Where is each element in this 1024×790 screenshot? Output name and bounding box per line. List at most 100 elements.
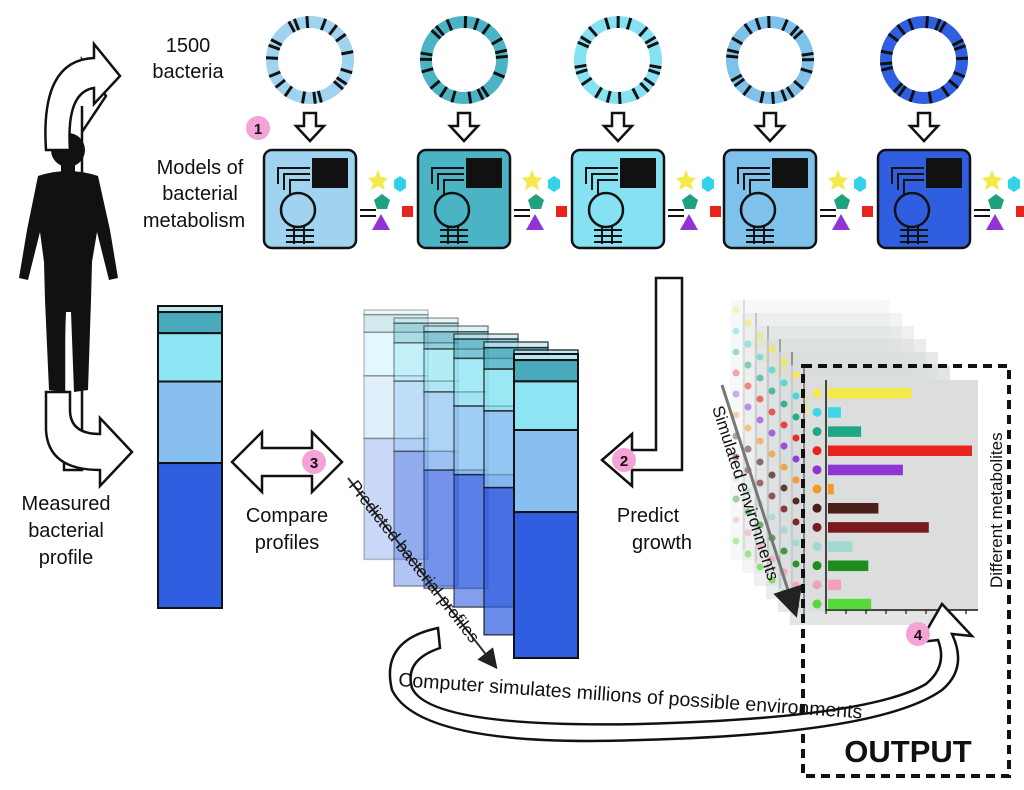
metabolite-marker <box>732 411 740 419</box>
metabolite-bar <box>828 445 972 457</box>
human-silhouette-icon <box>19 133 118 392</box>
down-arrow-icon <box>907 111 941 143</box>
output-label: OUTPUT <box>844 734 972 769</box>
metabolite-marker <box>792 518 800 526</box>
metabolite-marker <box>744 529 752 537</box>
metabolite-marker <box>792 392 800 400</box>
metabolite-marker <box>732 348 740 356</box>
predicted-profile-segment <box>513 429 579 514</box>
metabolite-marker <box>812 388 822 398</box>
compare-double-arrow <box>230 428 344 496</box>
models-label-line2: bacterial <box>162 183 238 205</box>
metabolite-marker <box>812 446 822 456</box>
profile-segment <box>157 380 223 465</box>
step-3-badge: 3 <box>302 450 326 474</box>
output-box <box>801 364 1011 778</box>
metabolite-marker <box>732 453 740 461</box>
metabolite-marker <box>732 390 740 398</box>
metabolite-marker <box>768 555 776 563</box>
step-2-badge: 2 <box>612 448 636 472</box>
bacterium-column <box>722 15 873 250</box>
genome-ring-icon <box>265 16 354 104</box>
compare-label-line1: Compare <box>246 505 328 527</box>
metabolite-bar <box>828 388 912 399</box>
predict-label-line2: growth <box>632 532 692 554</box>
predicted-profile-segment <box>393 322 459 344</box>
metabolite-marker <box>780 421 788 429</box>
metabolite-marker <box>812 407 822 417</box>
metabolic-model-box <box>262 148 358 250</box>
metabolite-marker <box>768 345 776 353</box>
measured-label-line2: bacterial <box>28 520 104 542</box>
predicted-profile-segment <box>363 375 429 440</box>
profile-segment <box>157 462 223 610</box>
metabolite-bar <box>828 541 853 552</box>
metabolite-symbols <box>828 170 873 230</box>
bacterium-column <box>262 16 413 250</box>
metabolite-marker <box>732 327 740 335</box>
down-arrow-icon <box>293 111 327 143</box>
metabolite-marker <box>744 445 752 453</box>
metabolite-bar <box>828 483 834 495</box>
chart-panel <box>808 380 978 610</box>
metabolite-marker <box>812 580 822 590</box>
models-label-line3: metabolism <box>143 210 245 232</box>
metabolite-marker <box>768 429 776 437</box>
metabolite-marker <box>768 366 776 374</box>
metabolite-marker <box>732 495 740 503</box>
metabolite-marker <box>756 479 764 487</box>
metabolite-marker <box>756 332 764 340</box>
metabolite-marker <box>756 437 764 445</box>
metabolite-marker <box>768 513 776 521</box>
metabolite-marker <box>744 550 752 558</box>
models-label-line1: Models of <box>157 157 244 179</box>
metabolite-marker <box>780 484 788 492</box>
metabolite-bar <box>828 522 929 533</box>
metabolite-marker <box>792 455 800 463</box>
svg-text:3: 3 <box>310 455 318 472</box>
compare-label-line2: profiles <box>255 532 319 554</box>
predicted-profiles-stack <box>363 309 579 660</box>
metabolite-marker <box>812 599 822 609</box>
metabolite-bar <box>828 407 841 418</box>
metabolite-marker <box>744 382 752 390</box>
step-1-badge: 1 <box>246 116 270 140</box>
bacteria-row <box>262 15 1024 250</box>
profile-segment <box>157 332 223 383</box>
bacterium-column <box>570 15 721 250</box>
genome-ring-icon <box>419 15 508 104</box>
metabolite-marker <box>780 505 788 513</box>
metabolite-bar <box>828 426 862 437</box>
metabolic-model-box <box>876 148 972 250</box>
predicted-profile-segment <box>513 380 579 431</box>
metabolite-bar <box>828 464 903 476</box>
predicted-profile-segment <box>393 317 459 324</box>
metabolite-marker <box>792 497 800 505</box>
predicted-profile-segment <box>453 333 519 340</box>
metabolite-marker <box>744 508 752 516</box>
predicted-profile-segment <box>363 331 429 377</box>
metabolite-marker <box>756 353 764 361</box>
metabolite-bar <box>828 560 869 572</box>
genome-ring-icon <box>880 16 969 104</box>
step-4-badge: 4 <box>906 622 930 646</box>
simulation-loop-arrow <box>388 601 976 743</box>
metabolite-marker <box>768 471 776 479</box>
metabolite-bar <box>828 579 841 591</box>
metabolite-marker <box>780 400 788 408</box>
metabolite-symbols <box>368 170 413 230</box>
metabolite-marker <box>812 503 822 513</box>
metabolite-marker <box>792 371 800 379</box>
metabolite-marker <box>732 537 740 545</box>
predict-label-line1: Predict <box>617 505 680 527</box>
predicted-profile-segment <box>513 511 579 660</box>
metabolite-marker <box>780 358 788 366</box>
metabolite-marker <box>744 403 752 411</box>
predicted-profile-segment <box>363 313 429 334</box>
measured-label-line1: Measured <box>22 493 111 515</box>
metabolite-marker <box>744 319 752 327</box>
metabolite-marker <box>768 492 776 500</box>
predicted-profile-segment <box>393 380 459 453</box>
metabolite-marker <box>780 379 788 387</box>
metabolite-marker <box>744 361 752 369</box>
